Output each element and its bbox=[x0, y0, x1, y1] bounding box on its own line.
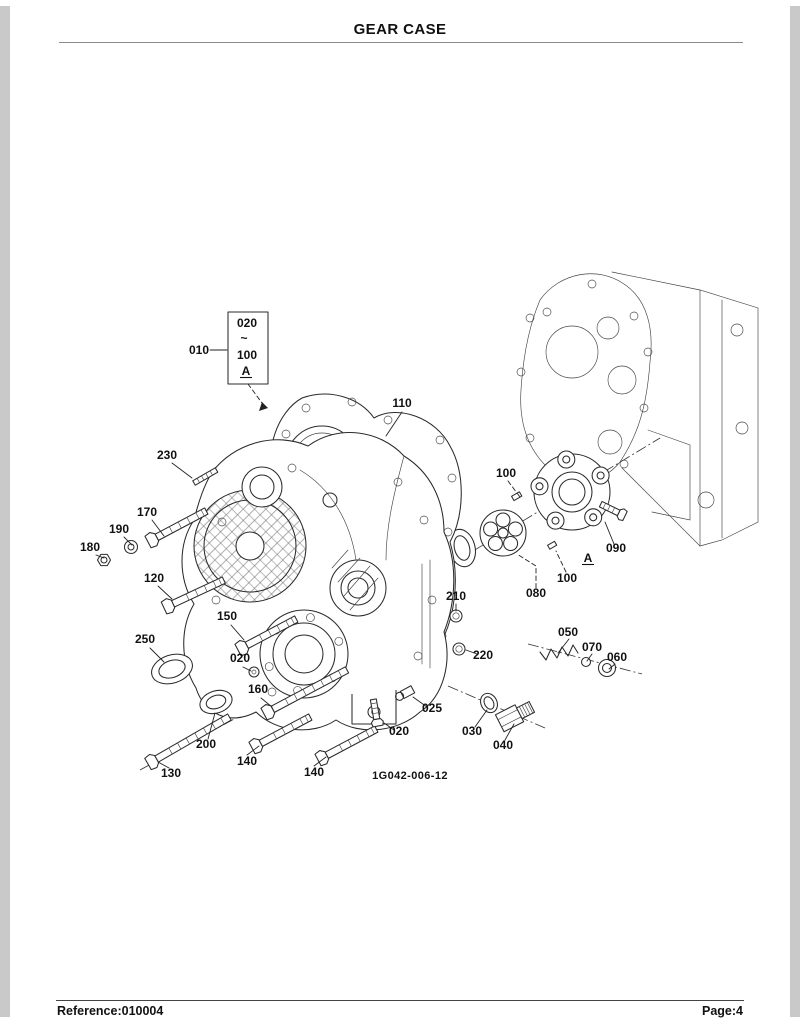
page-title: GEAR CASE bbox=[353, 21, 447, 38]
oring-210 bbox=[449, 609, 463, 623]
oil-pump-rotor-art bbox=[447, 509, 527, 568]
part-callout: 210 bbox=[446, 589, 466, 603]
part-callout: 110 bbox=[392, 396, 412, 410]
part-callout: 010 bbox=[189, 343, 209, 357]
part-callout: 040 bbox=[493, 738, 513, 752]
footer-rule bbox=[56, 1000, 744, 1001]
part-callout: 180 bbox=[80, 540, 100, 554]
part-callout: 030 bbox=[462, 724, 482, 738]
view-marker: A bbox=[242, 364, 251, 378]
leader-arrow bbox=[259, 402, 268, 411]
plug-060 bbox=[597, 658, 617, 678]
part-callout: 100 bbox=[557, 571, 577, 585]
part-callout: 025 bbox=[422, 701, 442, 715]
washer-190 bbox=[123, 539, 139, 555]
header-rule bbox=[59, 42, 743, 43]
leader-lines bbox=[95, 311, 616, 769]
part-callout: 050 bbox=[558, 625, 578, 639]
part-callout: 100 bbox=[237, 348, 257, 362]
part-callout: ~ bbox=[240, 331, 247, 345]
part-callout: 220 bbox=[473, 648, 493, 662]
callout-layer: 010020~100A11023017019018012015025002016… bbox=[80, 316, 627, 782]
part-callout: 170 bbox=[137, 505, 157, 519]
part-callout: 020 bbox=[230, 651, 250, 665]
scan-edge-right bbox=[790, 6, 800, 1017]
footer-reference: Reference:010004 bbox=[57, 1004, 164, 1018]
part-callout: 090 bbox=[606, 541, 626, 555]
scan-edge-left bbox=[0, 6, 10, 1017]
view-marker: A bbox=[584, 551, 593, 565]
fasteners-art bbox=[96, 467, 617, 772]
part-callout: 140 bbox=[304, 765, 324, 779]
part-callout: 020 bbox=[237, 316, 257, 330]
part-callout: 070 bbox=[582, 640, 602, 654]
valve-plug-040 bbox=[494, 701, 536, 733]
part-callout: 250 bbox=[135, 632, 155, 646]
footer-page-number: Page:4 bbox=[702, 1004, 743, 1018]
spring-050 bbox=[539, 644, 579, 661]
part-callout: 150 bbox=[217, 609, 237, 623]
part-callout: 140 bbox=[237, 754, 257, 768]
part-callout: 160 bbox=[248, 682, 268, 696]
ball-070 bbox=[580, 656, 592, 668]
figure-code: 1G042-006-12 bbox=[372, 770, 448, 782]
bolt-140b bbox=[313, 721, 381, 768]
plug-025 bbox=[395, 685, 416, 701]
dowel-pin bbox=[511, 491, 523, 502]
part-callout: 020 bbox=[389, 724, 409, 738]
bearing-cover-art bbox=[511, 450, 629, 550]
part-callout: 200 bbox=[196, 737, 216, 751]
part-callout: 190 bbox=[109, 522, 129, 536]
oring-030 bbox=[480, 692, 498, 714]
cylinder-block-art bbox=[516, 271, 759, 547]
part-callout: 100 bbox=[496, 466, 516, 480]
washer-020 bbox=[248, 666, 260, 678]
part-callout: 130 bbox=[161, 766, 181, 780]
part-callout: 230 bbox=[157, 448, 177, 462]
seal-200 bbox=[199, 689, 233, 715]
oring-220 bbox=[452, 642, 466, 656]
dowel-pin bbox=[547, 540, 558, 550]
stud-230 bbox=[192, 467, 219, 486]
part-callout: 060 bbox=[607, 650, 627, 664]
part-callout: 080 bbox=[526, 586, 546, 600]
bolt-130 bbox=[143, 709, 234, 772]
seal-250 bbox=[151, 653, 193, 685]
gear-case-art bbox=[181, 432, 455, 731]
part-callout: 120 bbox=[144, 571, 164, 585]
